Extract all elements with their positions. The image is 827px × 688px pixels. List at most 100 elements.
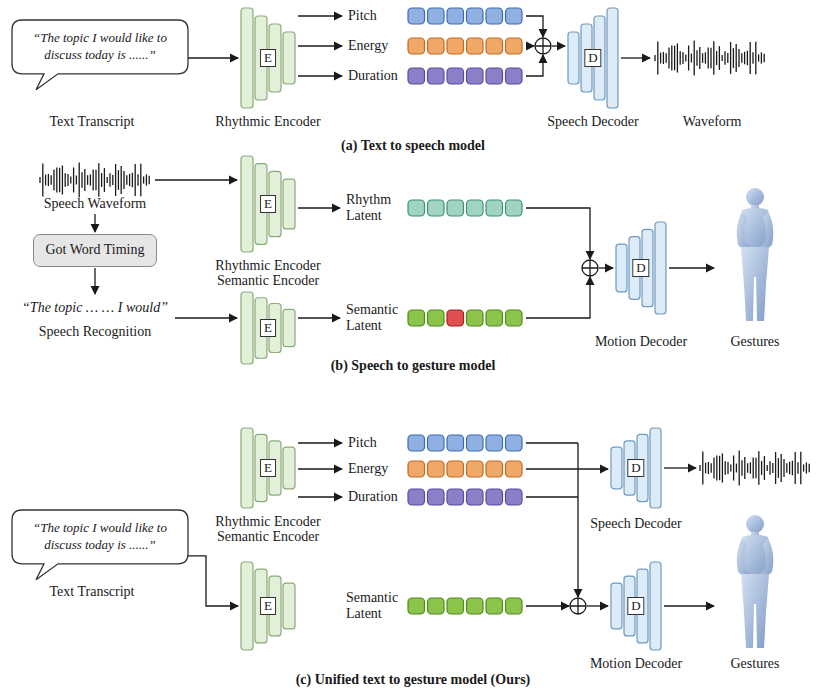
- latent-token: [428, 38, 445, 54]
- signal-line: [526, 55, 543, 76]
- caption-label: Speech Decoder: [547, 114, 638, 130]
- latent-token: [467, 68, 484, 84]
- encoder-block: E: [240, 156, 296, 252]
- block-letter: D: [584, 49, 601, 67]
- latent-token: [408, 8, 425, 24]
- signal-line: [94, 214, 95, 232]
- latent-token: [506, 68, 523, 84]
- latent-token: [467, 598, 484, 614]
- latent-token: [447, 8, 464, 24]
- connector-arrow: [188, 556, 238, 606]
- decoder-block: D: [567, 8, 619, 108]
- caption-label: (b) Speech to gesture model: [331, 358, 496, 374]
- signal-line: [526, 442, 578, 443]
- gesture-figure: [737, 188, 774, 321]
- block-layer: [241, 8, 253, 108]
- signal-line: [552, 45, 565, 46]
- caption-label: Gestures: [731, 656, 780, 672]
- latent-token: [447, 200, 464, 216]
- signal-line: [155, 179, 237, 180]
- caption-label: Speech Decoder: [590, 516, 681, 532]
- caption-label: Motion Decoder: [595, 334, 687, 350]
- block-letter: E: [260, 195, 276, 213]
- block-layer: [650, 562, 661, 650]
- block-layer: [283, 309, 295, 346]
- latent-token: [447, 310, 464, 326]
- caption-label: (c) Unified text to gesture model (Ours): [296, 672, 531, 688]
- caption-label: Text Transcript: [50, 114, 135, 130]
- block-layer: [283, 32, 295, 84]
- block-layer: [241, 292, 253, 364]
- signal-line: [664, 605, 714, 606]
- block-layer: [568, 32, 579, 84]
- sum-cross: [570, 598, 586, 614]
- latent-token: [486, 310, 503, 326]
- latent-token: [408, 68, 425, 84]
- caption-label: Rhythmic Encoder: [215, 514, 320, 530]
- latent-token: [408, 310, 425, 326]
- caption-label: Speech Waveform: [44, 196, 146, 212]
- signal-line: [298, 496, 342, 497]
- signal-line: [526, 605, 569, 606]
- sum-symbol: [570, 598, 586, 614]
- node-text: Got Word Timing: [46, 242, 145, 259]
- signal-line: [298, 207, 340, 208]
- block-letter: E: [260, 49, 276, 67]
- latent-token: [506, 38, 523, 54]
- latent-token: [408, 489, 425, 505]
- caption-label: Motion Decoder: [590, 656, 682, 672]
- latent-token: [408, 461, 425, 477]
- caption-label: (a) Text to speech model: [341, 138, 485, 154]
- caption-label: Pitch: [348, 8, 377, 24]
- sum-cross: [535, 38, 551, 54]
- signal-line: [526, 208, 590, 259]
- latent-token: [486, 38, 503, 54]
- signal-line: [298, 442, 342, 443]
- latent-token: [486, 435, 503, 451]
- block-layer: [241, 156, 253, 252]
- caption-label: Semantic Encoder: [217, 529, 319, 545]
- latent-token: [486, 8, 503, 24]
- speech-bubble: “The topic I would like to discuss today…: [12, 20, 188, 74]
- block-layer: [283, 583, 295, 629]
- signal-line: [94, 268, 95, 294]
- latent-token: [506, 461, 523, 477]
- signal-line: [298, 75, 342, 76]
- block-layer: [283, 179, 295, 229]
- block-layer: [241, 562, 253, 650]
- signal-line: [298, 15, 342, 16]
- block-letter: D: [632, 259, 649, 277]
- block-layer: [607, 8, 618, 108]
- latent-token: [467, 200, 484, 216]
- caption-label: Semantic Encoder: [217, 273, 319, 289]
- block-layer: [241, 428, 253, 508]
- caption-label: Pitch: [348, 435, 377, 451]
- node-text: “The topic I would like to discuss today…: [22, 30, 178, 64]
- latent-token: [428, 310, 445, 326]
- latent-token: [506, 310, 523, 326]
- decoder-block: D: [610, 428, 662, 508]
- latent-token: [447, 461, 464, 477]
- caption-label: Duration: [348, 68, 398, 84]
- block-letter: E: [260, 459, 276, 477]
- latent-token: [506, 200, 523, 216]
- gesture-figure: [737, 515, 774, 648]
- node-text: “The topic I would like to discuss today…: [22, 520, 178, 554]
- block-layer: [611, 583, 622, 629]
- process-box: Got Word Timing: [33, 234, 158, 267]
- caption-label: Rhythmic Encoder: [215, 258, 320, 274]
- block-layer: [611, 447, 622, 489]
- caption-label: Energy: [348, 461, 388, 477]
- latent-token: [428, 489, 445, 505]
- signal-line: [526, 496, 578, 497]
- sum-circle: [582, 260, 598, 276]
- latent-token: [408, 38, 425, 54]
- latent-token: [428, 598, 445, 614]
- latent-token: [486, 461, 503, 477]
- speech-bubble: “The topic I would like to discuss today…: [12, 510, 188, 564]
- signal-line: [298, 317, 340, 318]
- latent-token: [447, 38, 464, 54]
- latent-token: [428, 8, 445, 24]
- latent-token: [467, 38, 484, 54]
